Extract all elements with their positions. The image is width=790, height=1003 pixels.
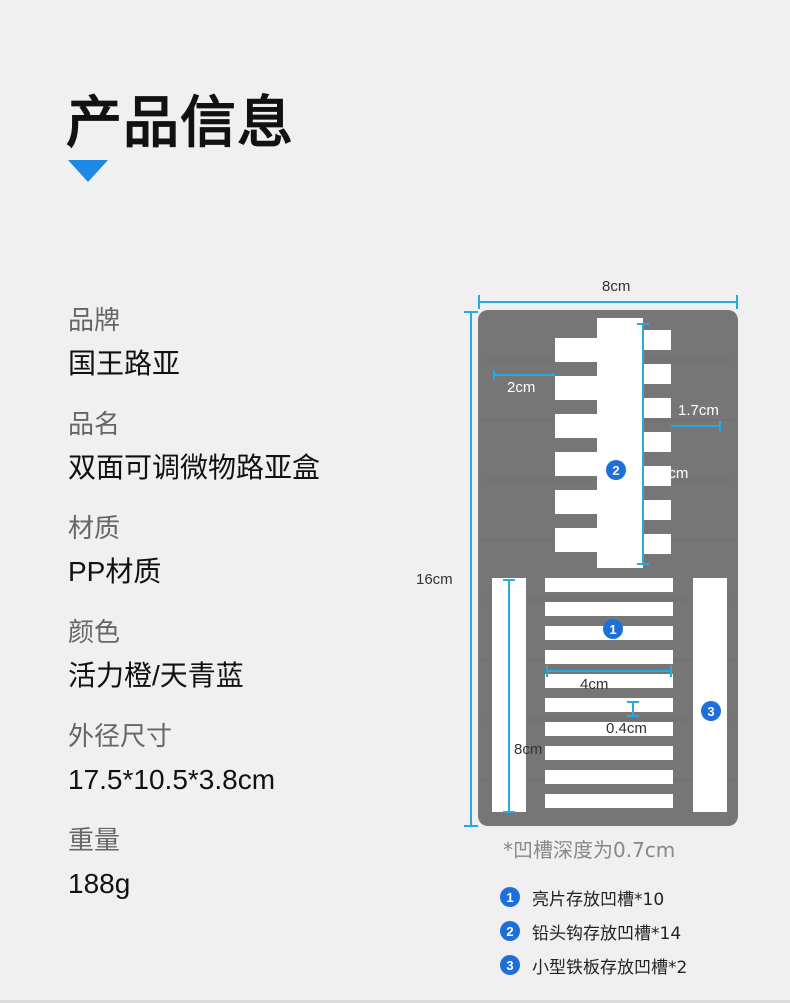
spec-label-brand: 品牌 (68, 306, 121, 336)
spec-label-material: 材质 (68, 514, 121, 544)
dim-grid-width-label: 4cm (580, 676, 609, 693)
bottom-divider (0, 1000, 790, 1003)
right-prongs (641, 330, 671, 554)
legend-number-icon: 3 (500, 955, 520, 975)
spec-label-color: 颜色 (68, 618, 121, 648)
right-strip-slot (693, 578, 727, 812)
left-prongs (555, 338, 599, 552)
legend-text: 铅头钩存放凹槽*14 (532, 923, 682, 944)
spec-value-material: PP材质 (68, 556, 162, 587)
spec-label-name: 品名 (68, 410, 121, 440)
marker-2-icon: 2 (606, 460, 626, 480)
dim-slot-width-label: 2cm (507, 379, 536, 396)
spec-list: 品牌 国王路亚 品名 双面可调微物路亚盒 材质 PP材质 颜色 活力橙/天青蓝 … (68, 300, 428, 924)
legend-item: 2 铅头钩存放凹槽*14 (500, 914, 687, 948)
legend-item: 1 亮片存放凹槽*10 (500, 880, 687, 914)
legend-number-icon: 1 (500, 887, 520, 907)
legend-text: 小型铁板存放凹槽*2 (532, 957, 688, 978)
spec-value-brand: 国王路亚 (68, 348, 181, 379)
spec-label-weight: 重量 (68, 826, 121, 856)
center-slot (597, 318, 643, 568)
spec-value-color: 活力橙/天青蓝 (68, 660, 244, 691)
dim-grid-gap-label: 0.4cm (606, 720, 647, 737)
legend-number-icon: 2 (500, 921, 520, 941)
svg-text:3: 3 (707, 704, 714, 719)
page-title: 产品信息 (66, 91, 294, 156)
legend-text: 亮片存放凹槽*10 (532, 889, 665, 910)
legend: 1 亮片存放凹槽*10 2 铅头钩存放凹槽*14 3 小型铁板存放凹槽*2 (500, 880, 687, 982)
spec-label-size: 外径尺寸 (68, 722, 173, 752)
title-marker-icon (68, 160, 108, 182)
svg-text:1: 1 (609, 622, 616, 637)
svg-text:2: 2 (612, 463, 619, 478)
dim-height-label: 16cm (416, 571, 453, 588)
marker-3-icon: 3 (701, 701, 721, 721)
dim-center-length-label: 8cm (660, 465, 689, 482)
dim-side-length-label: 8cm (514, 741, 543, 758)
spec-value-name: 双面可调微物路亚盒 (68, 452, 321, 483)
marker-1-icon: 1 (603, 619, 623, 639)
legend-item: 3 小型铁板存放凹槽*2 (500, 948, 687, 982)
grid-bars (545, 578, 673, 808)
dim-slot-small-label: 1.7cm (678, 402, 719, 419)
depth-note: *凹槽深度为0.7cm (503, 838, 676, 862)
spec-value-size: 17.5*10.5*3.8cm (68, 764, 276, 795)
spec-value-weight: 188g (68, 868, 131, 899)
dim-width-label: 8cm (602, 278, 631, 295)
